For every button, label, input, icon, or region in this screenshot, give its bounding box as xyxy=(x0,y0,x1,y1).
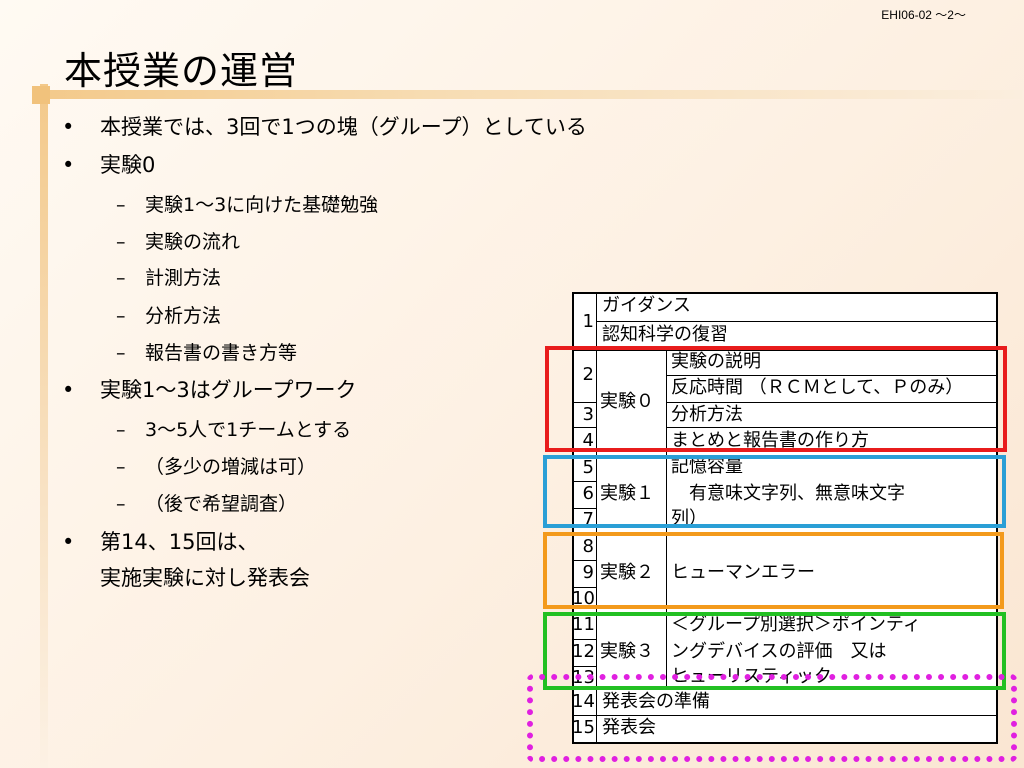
bullet-marker: • xyxy=(62,530,75,554)
bullet-item: 第14、15回は、 xyxy=(100,530,259,554)
row-number: 15 xyxy=(572,717,595,738)
table-cell: ＜グループ別選択＞ポインティ xyxy=(671,614,921,635)
decor-vertical-bar xyxy=(40,84,48,768)
row-number: 9 xyxy=(582,562,594,583)
experiment2-highlight-frame xyxy=(543,532,1004,609)
row-number: 6 xyxy=(582,483,594,504)
experiment-label: 実験２ xyxy=(600,562,654,583)
bullet-continuation: 実施実験に対し発表会 xyxy=(100,566,310,590)
table-cell: 分析方法 xyxy=(671,404,743,425)
table-line xyxy=(596,294,597,742)
table-cell: 発表会 xyxy=(602,717,656,738)
bullet-list: • 本授業では、3回で1つの塊（グループ）としている • 実験0 – 実験1～3… xyxy=(62,115,587,590)
row-number: 7 xyxy=(582,509,594,530)
table-line xyxy=(574,402,596,403)
table-line xyxy=(574,427,596,428)
schedule-table: 1 2 3 4 5 6 7 8 9 10 11 12 13 14 15 ガイダン… xyxy=(572,292,998,744)
table-line xyxy=(574,350,996,351)
row-number: 11 xyxy=(572,614,595,635)
table-cell: 認知科学の復習 xyxy=(602,324,728,345)
table-line xyxy=(574,587,596,588)
experiment-label: 実験０ xyxy=(600,391,654,412)
row-number: 14 xyxy=(572,691,595,712)
table-cell: 記憶容量 xyxy=(671,456,743,477)
table-line xyxy=(666,350,667,686)
decor-corner-square xyxy=(32,86,50,104)
table-cell: ヒューマンエラー xyxy=(671,562,815,583)
table-line xyxy=(574,508,596,509)
sub-bullet-marker: – xyxy=(116,456,126,478)
table-line xyxy=(596,321,996,322)
row-number: 4 xyxy=(582,430,594,451)
sub-bullet-item: 報告書の書き方等 xyxy=(145,342,298,364)
bullet-marker: • xyxy=(62,115,75,139)
table-cell: ングデバイスの評価 又は xyxy=(671,641,887,662)
experiment3-highlight-frame xyxy=(543,612,1006,690)
table-cell: 発表会の準備 xyxy=(602,691,710,712)
sub-bullet-marker: – xyxy=(116,305,126,327)
row-number: 12 xyxy=(572,641,595,662)
slide-title: 本授業の運営 xyxy=(64,49,299,93)
table-line xyxy=(666,402,996,403)
table-line xyxy=(574,560,596,561)
row-number: 8 xyxy=(582,536,594,557)
table-cell: 有意味文字列、無意味文字 xyxy=(671,483,905,504)
table-cell: 実験の説明 xyxy=(671,351,761,372)
experiment-label: 実験３ xyxy=(600,641,654,662)
sub-bullet-marker: – xyxy=(116,342,126,364)
bullet-item: 本授業では、3回で1つの塊（グループ）としている xyxy=(100,115,587,139)
row-number: 1 xyxy=(582,311,594,332)
sub-bullet-item: 3～5人で1チームとする xyxy=(145,419,352,441)
table-cell: 列） xyxy=(671,508,707,529)
bullet-marker: • xyxy=(62,378,75,402)
sub-bullet-marker: – xyxy=(116,493,126,515)
table-cell: ガイダンス xyxy=(602,295,691,316)
table-cell: 反応時間 （ＲＣＭとして、Ｐのみ） xyxy=(671,377,964,398)
experiment1-highlight-frame xyxy=(543,455,1006,528)
decor-horizontal-bar xyxy=(32,90,1022,99)
sub-bullet-item: 実験の流れ xyxy=(145,231,241,253)
sub-bullet-marker: – xyxy=(116,419,126,441)
sub-bullet-marker: – xyxy=(116,231,126,253)
row-number: 3 xyxy=(582,404,594,425)
row-number: 2 xyxy=(582,364,594,385)
row-number: 10 xyxy=(572,588,595,609)
sub-bullet-item: （後で希望調査） xyxy=(145,493,298,515)
bullet-item: 実験0 xyxy=(100,153,156,177)
bullet-item: 実験1～3はグループワーク xyxy=(100,378,357,402)
sub-bullet-item: 計測方法 xyxy=(145,267,222,289)
table-line xyxy=(574,639,596,640)
sub-bullet-item: （多少の増減は可） xyxy=(145,456,317,478)
bullet-marker: • xyxy=(62,153,75,177)
experiment-label: 実験１ xyxy=(600,483,654,504)
table-line xyxy=(574,481,596,482)
table-line xyxy=(666,427,996,428)
table-line xyxy=(574,666,596,667)
table-line xyxy=(666,375,996,376)
slide-id: EHI06-02 ～2～ xyxy=(881,8,966,22)
row-number: 5 xyxy=(582,457,594,478)
table-line xyxy=(574,715,996,716)
sub-bullet-marker: – xyxy=(116,267,126,289)
experiment0-highlight-frame xyxy=(545,346,1007,452)
sub-bullet-item: 実験1～3に向けた基礎勉強 xyxy=(145,194,379,216)
sub-bullet-marker: – xyxy=(116,194,126,216)
table-cell: まとめと報告書の作り方 xyxy=(671,430,869,451)
sub-bullet-item: 分析方法 xyxy=(145,305,222,327)
presentation-dotted-frame xyxy=(527,674,1017,762)
